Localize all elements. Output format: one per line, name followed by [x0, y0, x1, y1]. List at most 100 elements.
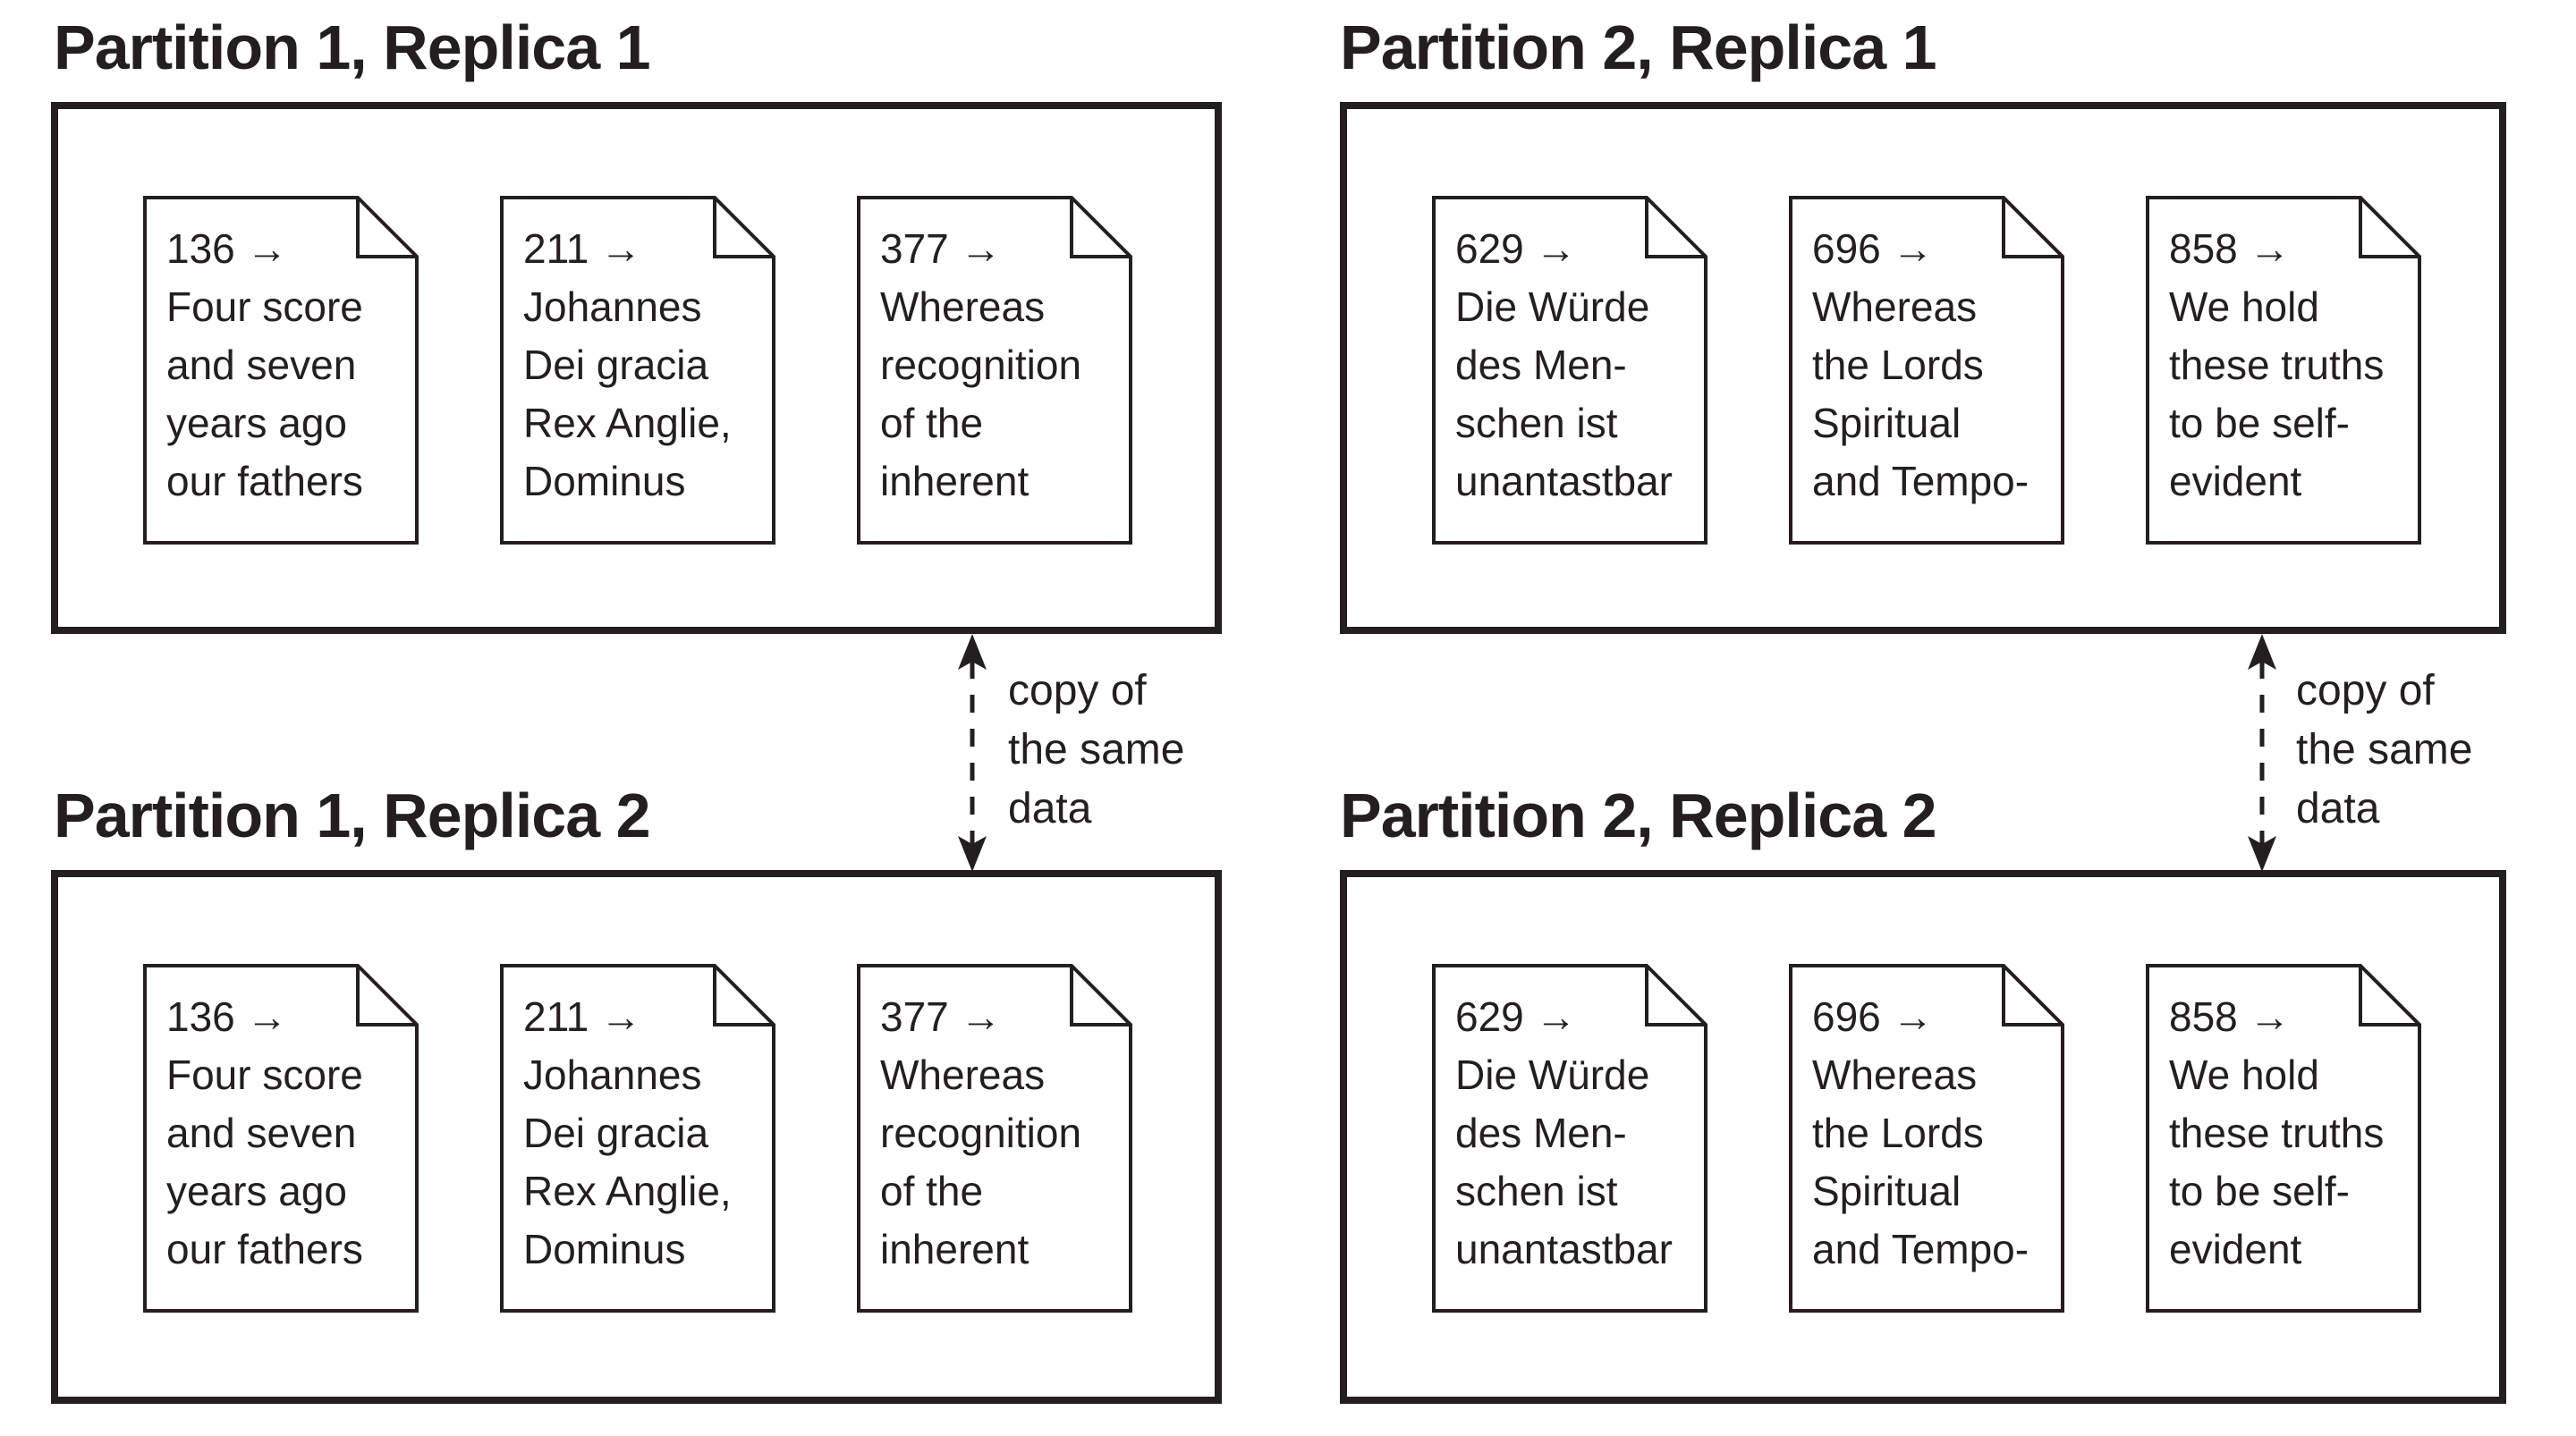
document-page-icon — [1789, 964, 2064, 1313]
document-text-line: to be self- — [2169, 400, 2350, 446]
document-text-line: recognition — [880, 1110, 1082, 1156]
document-text: 211 → Johannes Dei gracia Rex Anglie, Do… — [523, 220, 732, 511]
copy-of-same-data-label: copy of the same data — [1008, 662, 1184, 839]
document-card: 211 → Johannes Dei gracia Rex Anglie, Do… — [500, 964, 775, 1313]
document-text-line: the Lords — [1812, 342, 1984, 388]
document-page-icon — [1789, 196, 2064, 545]
document-page-icon — [2146, 196, 2421, 545]
document-text-line: and seven — [166, 342, 357, 388]
copy-of-same-data-label: copy of the same data — [2296, 662, 2472, 839]
document-key-line: 858 → — [2169, 225, 2291, 272]
document-text-line: Four score — [166, 283, 363, 330]
document-text-line: unantastbar — [1455, 458, 1673, 504]
panel-partition-2-replica-1: 629 → Die Würde des Men- schen ist unant… — [1340, 102, 2506, 634]
document-page-icon — [2146, 964, 2421, 1313]
document-text-line: of the — [880, 400, 984, 446]
document-page-icon — [1432, 964, 1707, 1313]
document-text-line: Dominus — [523, 458, 686, 504]
document-text-line: Spiritual — [1812, 1168, 1962, 1214]
document-text-line: recognition — [880, 342, 1082, 388]
document-text-line: of the — [880, 1168, 984, 1214]
document-key-line: 696 → — [1812, 225, 1934, 272]
document-text-line: Die Würde — [1455, 283, 1650, 330]
document-text-line: our fathers — [166, 458, 363, 504]
copy-label-line: data — [2296, 785, 2380, 832]
document-text-line: our fathers — [166, 1226, 363, 1272]
document-page-icon — [143, 196, 419, 545]
document-key-line: 629 → — [1455, 993, 1577, 1040]
document-text: 377 → Whereas recognition of the inheren… — [880, 988, 1081, 1279]
document-text: 858 → We hold these truths to be self- e… — [2169, 220, 2384, 511]
document-text-line: Spiritual — [1812, 400, 1962, 446]
document-key-line: 858 → — [2169, 993, 2291, 1040]
replication-sync-connector — [953, 634, 992, 872]
document-card: 858 → We hold these truths to be self- e… — [2146, 964, 2421, 1313]
document-text-line: Rex Anglie, — [523, 400, 732, 446]
document-text-line: Rex Anglie, — [523, 1168, 732, 1214]
document-text-line: We hold — [2169, 283, 2319, 330]
document-card: 629 → Die Würde des Men- schen ist unant… — [1432, 196, 1707, 545]
copy-label-line: copy of — [1008, 667, 1147, 714]
document-page-icon — [1432, 196, 1707, 545]
document-text: 377 → Whereas recognition of the inheren… — [880, 220, 1081, 511]
document-key-line: 136 → — [166, 993, 288, 1040]
document-card: 136 → Four score and seven years ago our… — [143, 964, 419, 1313]
document-page-icon — [857, 964, 1132, 1313]
document-text-line: and seven — [166, 1110, 357, 1156]
document-key-line: 696 → — [1812, 993, 1934, 1040]
document-text-line: and Tempo- — [1812, 458, 2029, 504]
document-text-line: schen ist — [1455, 1168, 1618, 1214]
document-text-line: des Men- — [1455, 1110, 1627, 1156]
document-text: 629 → Die Würde des Men- schen ist unant… — [1455, 220, 1673, 511]
panel-title-partition-1-replica-1: Partition 1, Replica 1 — [54, 13, 651, 82]
document-card: 696 → Whereas the Lords Spiritual and Te… — [1789, 964, 2064, 1313]
document-text: 696 → Whereas the Lords Spiritual and Te… — [1812, 988, 2029, 1279]
document-card: 136 → Four score and seven years ago our… — [143, 196, 419, 545]
document-key-line: 211 → — [523, 993, 642, 1040]
document-text-line: Dei gracia — [523, 1110, 709, 1156]
document-key-line: 136 → — [166, 225, 288, 272]
panel-title-partition-2-replica-1: Partition 2, Replica 1 — [1340, 13, 1937, 82]
copy-label-line: data — [1008, 785, 1092, 832]
panel-partition-1-replica-1: 136 → Four score and seven years ago our… — [51, 102, 1222, 634]
document-text-line: schen ist — [1455, 400, 1618, 446]
document-page-icon — [500, 196, 775, 545]
document-card: 858 → We hold these truths to be self- e… — [2146, 196, 2421, 545]
document-text-line: Dominus — [523, 1226, 686, 1272]
document-text: 136 → Four score and seven years ago our… — [166, 220, 363, 511]
document-text: 696 → Whereas the Lords Spiritual and Te… — [1812, 220, 2029, 511]
panel-title-partition-2-replica-2: Partition 2, Replica 2 — [1340, 781, 1937, 850]
document-text: 136 → Four score and seven years ago our… — [166, 988, 363, 1279]
double-arrow-dashed-icon — [2248, 634, 2276, 872]
document-text-line: evident — [2169, 1226, 2302, 1272]
document-text-line: Die Würde — [1455, 1052, 1650, 1098]
document-card: 629 → Die Würde des Men- schen ist unant… — [1432, 964, 1707, 1313]
document-text-line: Whereas — [1812, 1052, 1978, 1098]
panel-title-partition-1-replica-2: Partition 1, Replica 2 — [54, 781, 651, 850]
document-page-icon — [857, 196, 1132, 545]
document-text-line: Whereas — [880, 1052, 1046, 1098]
document-text: 858 → We hold these truths to be self- e… — [2169, 988, 2384, 1279]
document-text: 629 → Die Würde des Men- schen ist unant… — [1455, 988, 1673, 1279]
document-text-line: inherent — [880, 1226, 1030, 1272]
document-text-line: Four score — [166, 1052, 363, 1098]
document-text-line: Whereas — [1812, 283, 1978, 330]
document-text-line: to be self- — [2169, 1168, 2350, 1214]
replication-sync-connector — [2242, 634, 2282, 872]
document-text-line: des Men- — [1455, 342, 1627, 388]
document-card: 377 → Whereas recognition of the inheren… — [857, 964, 1132, 1313]
document-text-line: Johannes — [523, 1052, 702, 1098]
copy-label-line: the same — [1008, 726, 1185, 773]
document-text-line: We hold — [2169, 1052, 2319, 1098]
copy-label-line: the same — [2296, 726, 2473, 773]
document-text-line: years ago — [166, 400, 348, 446]
document-text-line: these truths — [2169, 342, 2385, 388]
document-text-line: inherent — [880, 458, 1030, 504]
document-text-line: unantastbar — [1455, 1226, 1673, 1272]
document-page-icon — [500, 964, 775, 1313]
document-text-line: and Tempo- — [1812, 1226, 2029, 1272]
document-text-line: evident — [2169, 458, 2302, 504]
document-card: 377 → Whereas recognition of the inheren… — [857, 196, 1132, 545]
document-key-line: 377 → — [880, 225, 1002, 272]
